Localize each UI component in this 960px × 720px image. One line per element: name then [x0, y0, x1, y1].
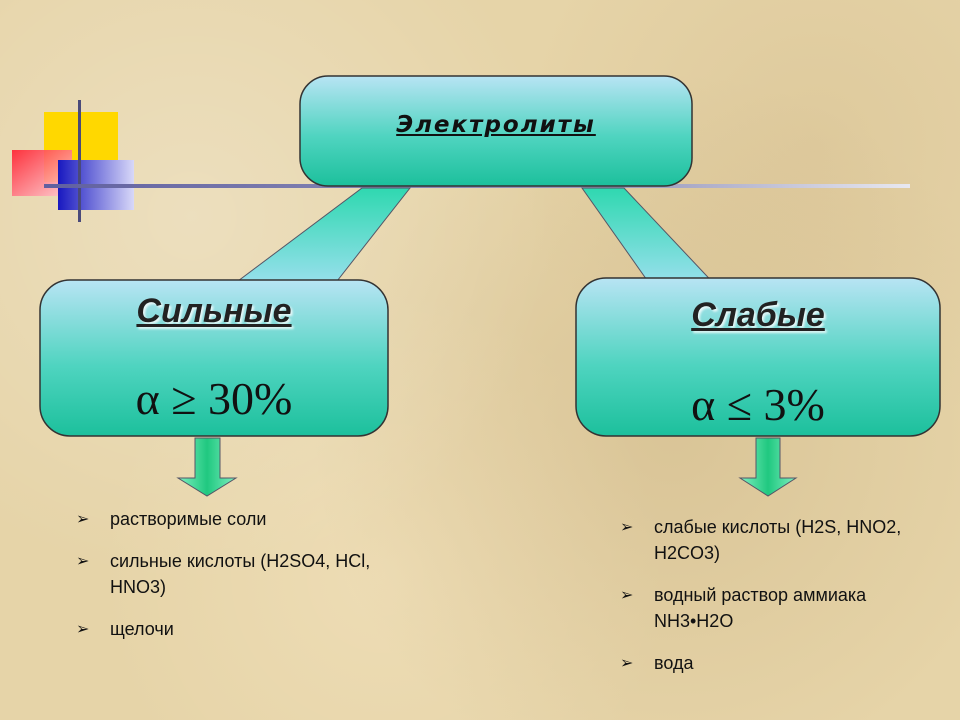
- strong-list: растворимые соли сильные кислоты (H2SO4,…: [72, 506, 372, 658]
- weak-heading: Слабые: [691, 296, 825, 334]
- diagram-title: Электролиты: [396, 112, 596, 138]
- strong-heading: Сильные: [136, 292, 292, 330]
- callout-pointer-right: [581, 187, 722, 291]
- weak-box: [575, 277, 941, 437]
- list-item: слабые кислоты (H2S, HNO2, H2CO3): [616, 514, 936, 566]
- list-item: растворимые соли: [72, 506, 372, 532]
- weak-list: слабые кислоты (H2S, HNO2, H2CO3) водный…: [616, 514, 936, 692]
- strong-formula: α ≥ 30%: [135, 373, 293, 424]
- down-arrow-right: [738, 437, 798, 497]
- strong-box: [39, 279, 389, 437]
- list-item: щелочи: [72, 616, 372, 642]
- list-item: водный раствор аммиака NH3•H2O: [616, 582, 936, 634]
- title-box: [299, 75, 693, 187]
- list-item: сильные кислоты (H2SO4, HCl, HNO3): [72, 548, 372, 600]
- weak-formula: α ≤ 3%: [691, 379, 825, 430]
- down-arrow-left: [176, 437, 238, 497]
- list-item: вода: [616, 650, 936, 676]
- callout-pointer-left: [224, 187, 412, 291]
- decorative-squares: [12, 100, 134, 222]
